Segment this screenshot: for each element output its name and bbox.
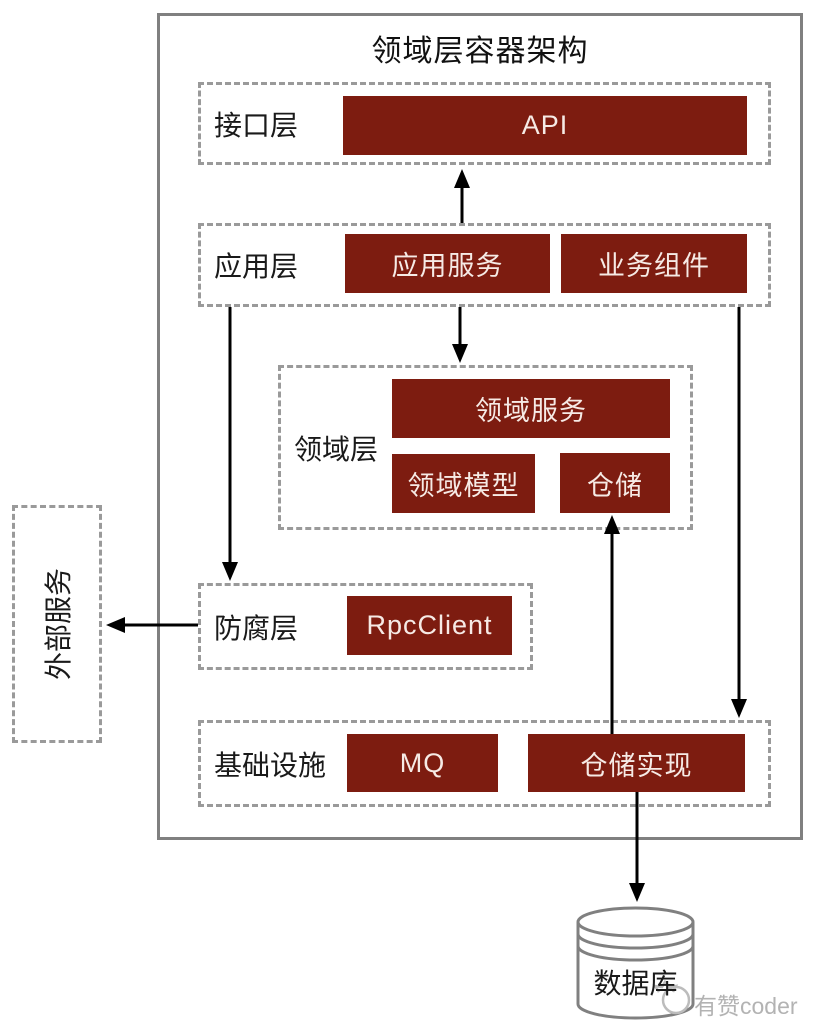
mq-block: MQ (347, 734, 498, 792)
repository-impl-block: 仓储实现 (528, 734, 745, 792)
domain-layer-label: 领域层 (294, 433, 379, 465)
domain-model-block: 领域模型 (392, 454, 535, 513)
domain-layer-box: 领域层 (278, 365, 693, 530)
diagram-title: 领域层容器架构 (371, 35, 589, 68)
external-service-box: 外部服务 (12, 505, 102, 743)
application-service-block: 应用服务 (345, 234, 550, 293)
interface-layer-label: 接口层 (214, 109, 299, 141)
business-component-block: 业务组件 (561, 234, 747, 293)
application-layer-label: 应用层 (214, 251, 299, 282)
interface-layer-box: 接口层 (198, 82, 771, 165)
database-label: 数据库 (593, 968, 678, 999)
infrastructure-layer-box: 基础设施 (198, 720, 771, 807)
application-layer-box: 应用层 (198, 223, 771, 307)
api-block: API (343, 96, 747, 155)
rpc-client-block: RpcClient (347, 596, 512, 655)
infrastructure-layer-label: 基础设施 (214, 749, 327, 781)
anticorruption-layer-label: 防腐层 (214, 612, 299, 644)
repository-block: 仓储 (560, 453, 670, 513)
external-service-label: 外部服务 (43, 567, 74, 681)
anticorruption-layer-box: 防腐层 (198, 583, 533, 670)
domain-service-block: 领域服务 (392, 379, 670, 438)
watermark-text: 有赞coder (694, 993, 798, 1019)
